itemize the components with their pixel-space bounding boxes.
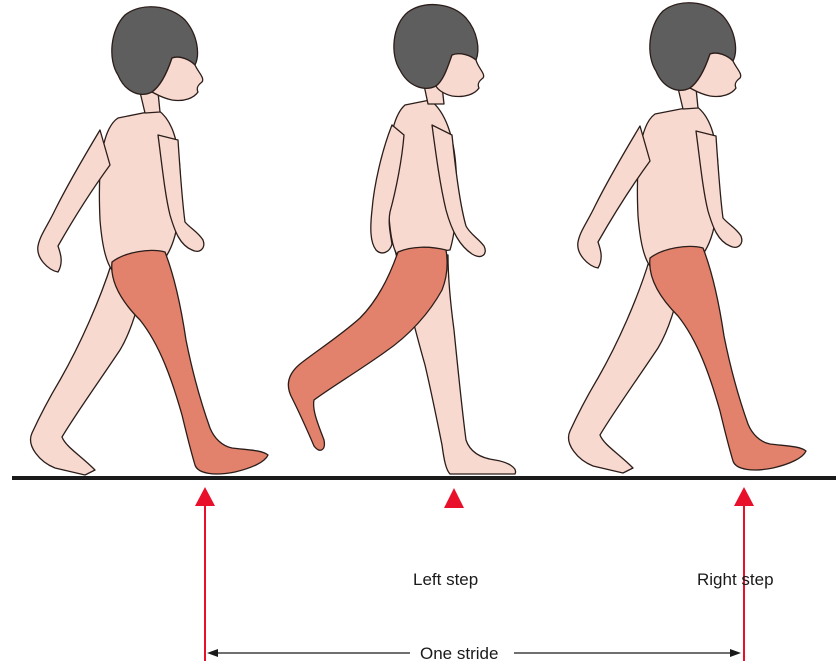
walker-1-front-leg xyxy=(112,250,268,473)
walker-figure-2 xyxy=(288,5,515,474)
stride-arrowhead-right xyxy=(730,649,741,657)
step-marker-line-1 xyxy=(204,505,206,661)
step-marker-left-foot xyxy=(195,487,215,661)
left-step-label: Left step xyxy=(413,570,478,589)
ground-line xyxy=(12,476,836,480)
step-marker-arrowhead-1 xyxy=(195,487,215,506)
one-stride-label: One stride xyxy=(420,644,498,663)
step-marker-arrowhead-3 xyxy=(734,487,754,506)
step-marker-middle-triangle xyxy=(444,488,464,508)
walker-3-front-leg xyxy=(650,246,806,469)
stride-arrowhead-left xyxy=(207,649,218,657)
walker-figure-3 xyxy=(569,3,806,473)
right-step-label: Right step xyxy=(697,570,774,589)
walker-figure-1 xyxy=(31,7,268,475)
